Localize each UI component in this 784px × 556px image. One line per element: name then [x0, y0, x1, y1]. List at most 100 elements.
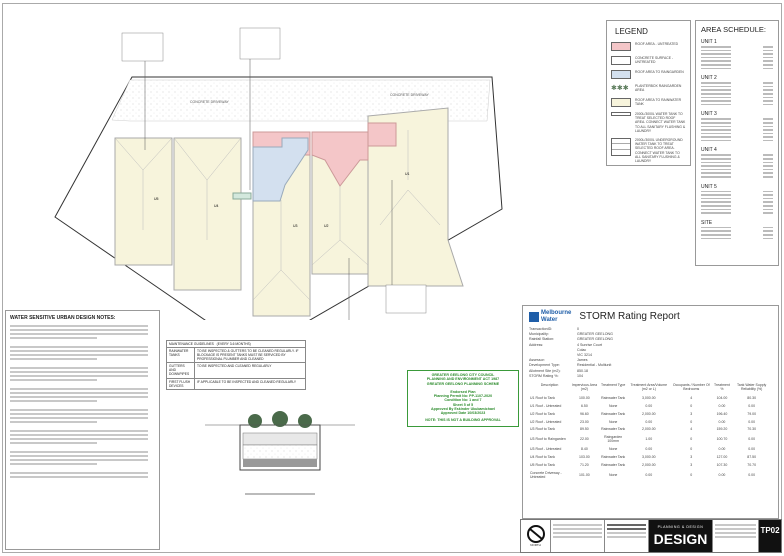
maintenance-item: GUTTERS AND DOWNPIPES	[166, 362, 195, 379]
table-cell: 6.50	[580, 404, 588, 409]
text-line	[10, 392, 148, 394]
area-row	[701, 92, 773, 96]
roof-ridge-lines	[114, 130, 441, 301]
text-line	[10, 333, 148, 335]
area-row	[701, 175, 773, 179]
planterbox-icon: ✱✱✱	[611, 85, 629, 92]
table-cell: U4 Roof to Tank	[530, 455, 556, 460]
storm-field-label: Development Type:	[529, 363, 560, 368]
table-cell: 8.40	[580, 447, 588, 452]
storm-field-label: Address:	[529, 342, 544, 347]
storm-field-value: Residential - Multiunit	[577, 363, 612, 368]
stamp-line: Condition No: 1 and 7	[444, 398, 482, 403]
stamp-line: GREATER GEELONG PLANNING SCHEME	[426, 381, 500, 386]
unit-label: U4	[214, 204, 219, 208]
driveway-label: CONCRETE DRIVEWAY	[190, 100, 230, 104]
legend-label: CONCRETE SURFACE - UNTREATED	[635, 56, 674, 65]
legend-item: CONCRETE SURFACE - UNTREATED	[611, 56, 686, 65]
table-cell: U1 Roof - Untreated	[530, 404, 562, 409]
stamp-line: Approved Date 10/03/2023	[440, 411, 486, 416]
area-row	[701, 171, 773, 175]
text-line	[10, 350, 148, 352]
area-row	[701, 52, 773, 56]
storm-report-title: STORM Rating Report	[579, 311, 680, 322]
column-header: Occupants / Number Of Bedrooms	[672, 383, 710, 392]
area-row	[701, 67, 773, 71]
text-line	[10, 354, 148, 356]
area-row	[701, 237, 773, 241]
roof-tank-swatch	[611, 98, 631, 107]
area-row	[701, 164, 773, 168]
table-cell: 0.00	[718, 447, 726, 452]
stamp-line: GREATER GEELONG CITY COUNCIL	[431, 373, 495, 377]
stamp-note: NOTE: THIS IS NOT A BUILDING APPROVAL	[425, 417, 501, 422]
area-row	[701, 103, 773, 107]
storm-field-value: 4 Sunrise Court	[577, 342, 602, 347]
text-line	[10, 358, 97, 360]
wsud-title: WATER SENSITIVE URBAN DESIGN NOTES:	[10, 315, 116, 321]
table-cell: 100.00	[579, 396, 590, 401]
text-line	[10, 434, 148, 436]
title-block-revisions	[713, 520, 759, 552]
area-unit-title: UNIT 5	[701, 183, 717, 190]
area-row	[701, 63, 773, 67]
stamp-line: Planning Permit No: PP-1107-2020	[433, 394, 493, 399]
table-cell: 3,000.00	[641, 455, 656, 460]
area-unit-title: UNIT 1	[701, 39, 717, 45]
title-block-contact	[605, 520, 649, 552]
site-plan: CONCRETE DRIVEWAY CONCRETE DRIVEWAY U1 U…	[54, 27, 503, 320]
maintenance-text: TO BE INSPECTED AND CLEANED REGULARLY	[194, 362, 306, 379]
north-arrow-icon: NORTH	[521, 520, 551, 552]
title-block-client	[551, 520, 605, 552]
area-schedule-title: AREA SCHEDULE:	[701, 25, 767, 34]
text-line	[10, 337, 97, 339]
table-cell: 0.00	[645, 404, 653, 409]
text-line	[10, 325, 148, 327]
text-line	[10, 459, 148, 461]
area-row	[701, 128, 773, 132]
water-tank-icon	[611, 112, 631, 116]
column-header: Treatment Area/Volume (m2 or L)	[630, 383, 668, 392]
area-row	[701, 117, 773, 121]
area-row	[701, 96, 773, 100]
storm-field-value: 104	[577, 373, 583, 378]
storm-field-value: VIC 3214	[577, 353, 592, 358]
legend-item: 2000L/3000L UNDERGROUND WATER TANK TO TR…	[611, 138, 686, 163]
area-row	[701, 99, 773, 103]
table-cell: U2 Roof - Untreated	[530, 419, 562, 424]
area-unit-title: UNIT 2	[701, 75, 717, 82]
legend-item: ROOF AREA - UNTREATED	[611, 42, 686, 51]
table-cell: 3	[690, 411, 693, 416]
table-cell: 70.30	[747, 427, 757, 432]
text-line	[10, 421, 97, 423]
table-cell: Rainwater Tank	[601, 411, 626, 416]
table-cell: 1.00	[645, 437, 653, 442]
table-cell: Rainwater Tank	[601, 427, 626, 432]
area-row	[701, 190, 773, 194]
table-cell: U3 Roof to Raingarden	[530, 437, 566, 442]
table-cell: 0.00	[718, 404, 726, 409]
table-cell: 0.00	[748, 472, 756, 477]
legend-label: ROOF AREA - UNTREATED	[635, 42, 679, 46]
melbourne-water-logo-mark	[529, 312, 539, 322]
storm-field-label: Municipality:	[529, 332, 549, 337]
table-cell: 2,000.00	[641, 462, 656, 467]
unit-label: U2	[324, 224, 329, 228]
maintenance-item: RAINWATER TANKS	[166, 347, 195, 364]
text-line	[10, 455, 148, 457]
area-row	[701, 200, 773, 204]
text-line	[10, 400, 97, 402]
table-cell: 0.00	[645, 472, 653, 477]
table-cell: 0	[690, 419, 693, 424]
text-line	[10, 451, 148, 453]
stamp-line: Endorsed Plan	[450, 389, 476, 394]
annotation-callouts	[121, 27, 427, 320]
storm-field: Municipality:GREATER GEELONG	[529, 332, 772, 337]
storm-field: Address: 4 Sunrise Court	[529, 343, 772, 348]
